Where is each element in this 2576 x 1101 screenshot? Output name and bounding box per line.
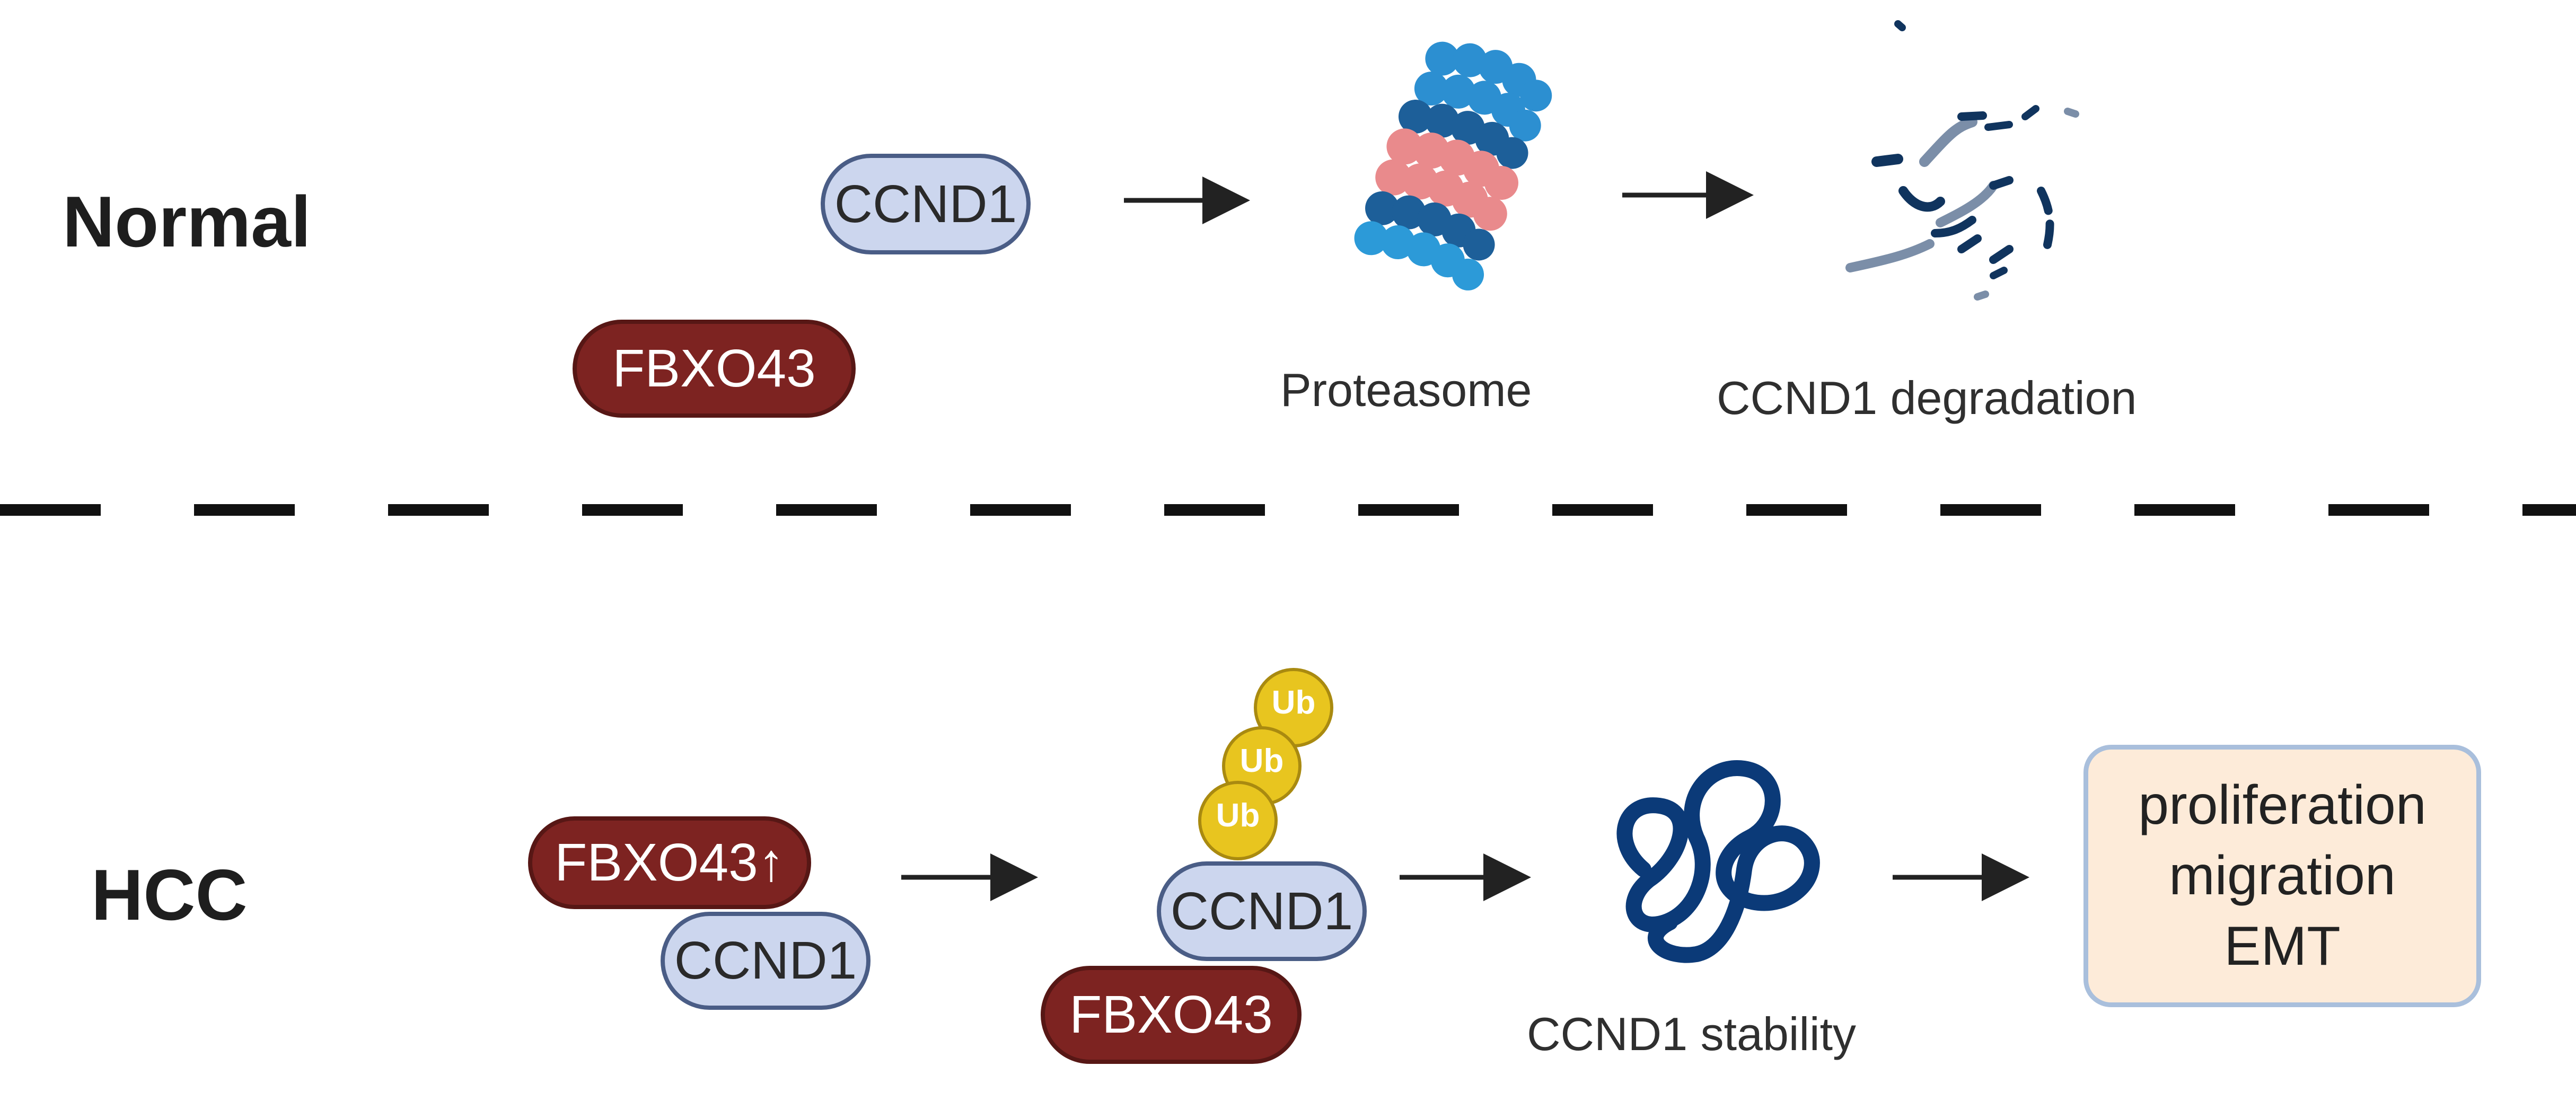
stable-ccnd1-coil-icon — [1616, 760, 1820, 963]
outcome-emt: EMT — [2224, 915, 2341, 977]
ccnd1-protein-hcc: CCND1 — [661, 912, 871, 1010]
degraded-fragments-icon — [1845, 20, 2079, 301]
ccnd1-protein-ubiquitinated: CCND1 — [1157, 861, 1367, 961]
proteasome-icon — [1354, 41, 1552, 290]
outcome-proliferation: proliferation — [2138, 774, 2426, 836]
proteasome-caption: Proteasome — [1280, 364, 1532, 416]
stability-caption: CCND1 stability — [1527, 1008, 1857, 1060]
outcomes-box: proliferation migration EMT — [2083, 745, 2481, 1007]
fbxo43-upregulated: FBXO43↑ — [528, 816, 811, 909]
ub-circle-1 — [1198, 781, 1278, 860]
ccnd1-protein-normal: CCND1 — [821, 154, 1031, 254]
ub-label-3: Ub — [1271, 684, 1316, 721]
fbxo43-protein-normal: FBXO43 — [573, 320, 856, 418]
outcome-migration: migration — [2169, 844, 2396, 906]
fbxo43-bound: FBXO43 — [1041, 966, 1302, 1064]
row-label-normal: Normal — [63, 181, 311, 262]
row-label-hcc: HCC — [91, 855, 248, 935]
ub-label-1: Ub — [1216, 797, 1260, 834]
ubiquitin-chain — [1198, 668, 1333, 860]
degradation-caption: CCND1 degradation — [1717, 372, 2137, 424]
ub-label-2: Ub — [1239, 743, 1284, 779]
